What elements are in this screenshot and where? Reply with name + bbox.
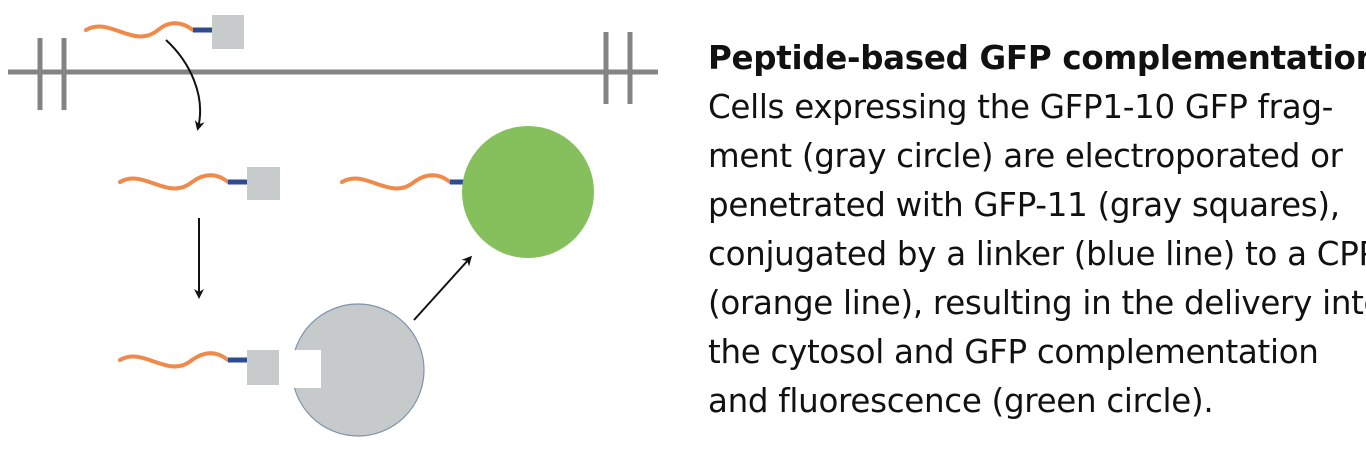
complemented-gfp-icon [340,126,594,258]
cpp-gfp11-conjugate-icon [84,15,244,49]
cpp-gfp11-conjugate-icon [118,167,280,200]
gfp1-10-fragment-icon [289,303,425,437]
caption-title-line: Peptide-based GFP complementation: [708,34,1366,83]
arrow-icon [413,255,473,321]
gfp-complementation-diagram [8,15,658,437]
arrow-icon [165,39,205,131]
cpp-gfp11-conjugate-icon [118,350,279,385]
caption-line: ment (gray circle) are electroporated or [708,137,1343,175]
caption-line: penetrated with GFP-11 (gray squares), [708,186,1340,224]
caption-line: Cells expressing the GFP1-10 GFP frag- [708,88,1334,126]
caption-line: the cytosol and GFP complementation [708,333,1319,371]
caption-line: and fluorescence (green circle). [708,382,1214,420]
caption-line: conjugated by a linker (blue line) to a … [708,235,1366,273]
membrane-icon [8,32,658,110]
caption: Peptide-based GFP complementation: Cells… [708,34,1366,426]
caption-title: Peptide-based GFP complementation [708,39,1366,77]
caption-line: (orange line), resulting in the delivery… [708,284,1366,322]
